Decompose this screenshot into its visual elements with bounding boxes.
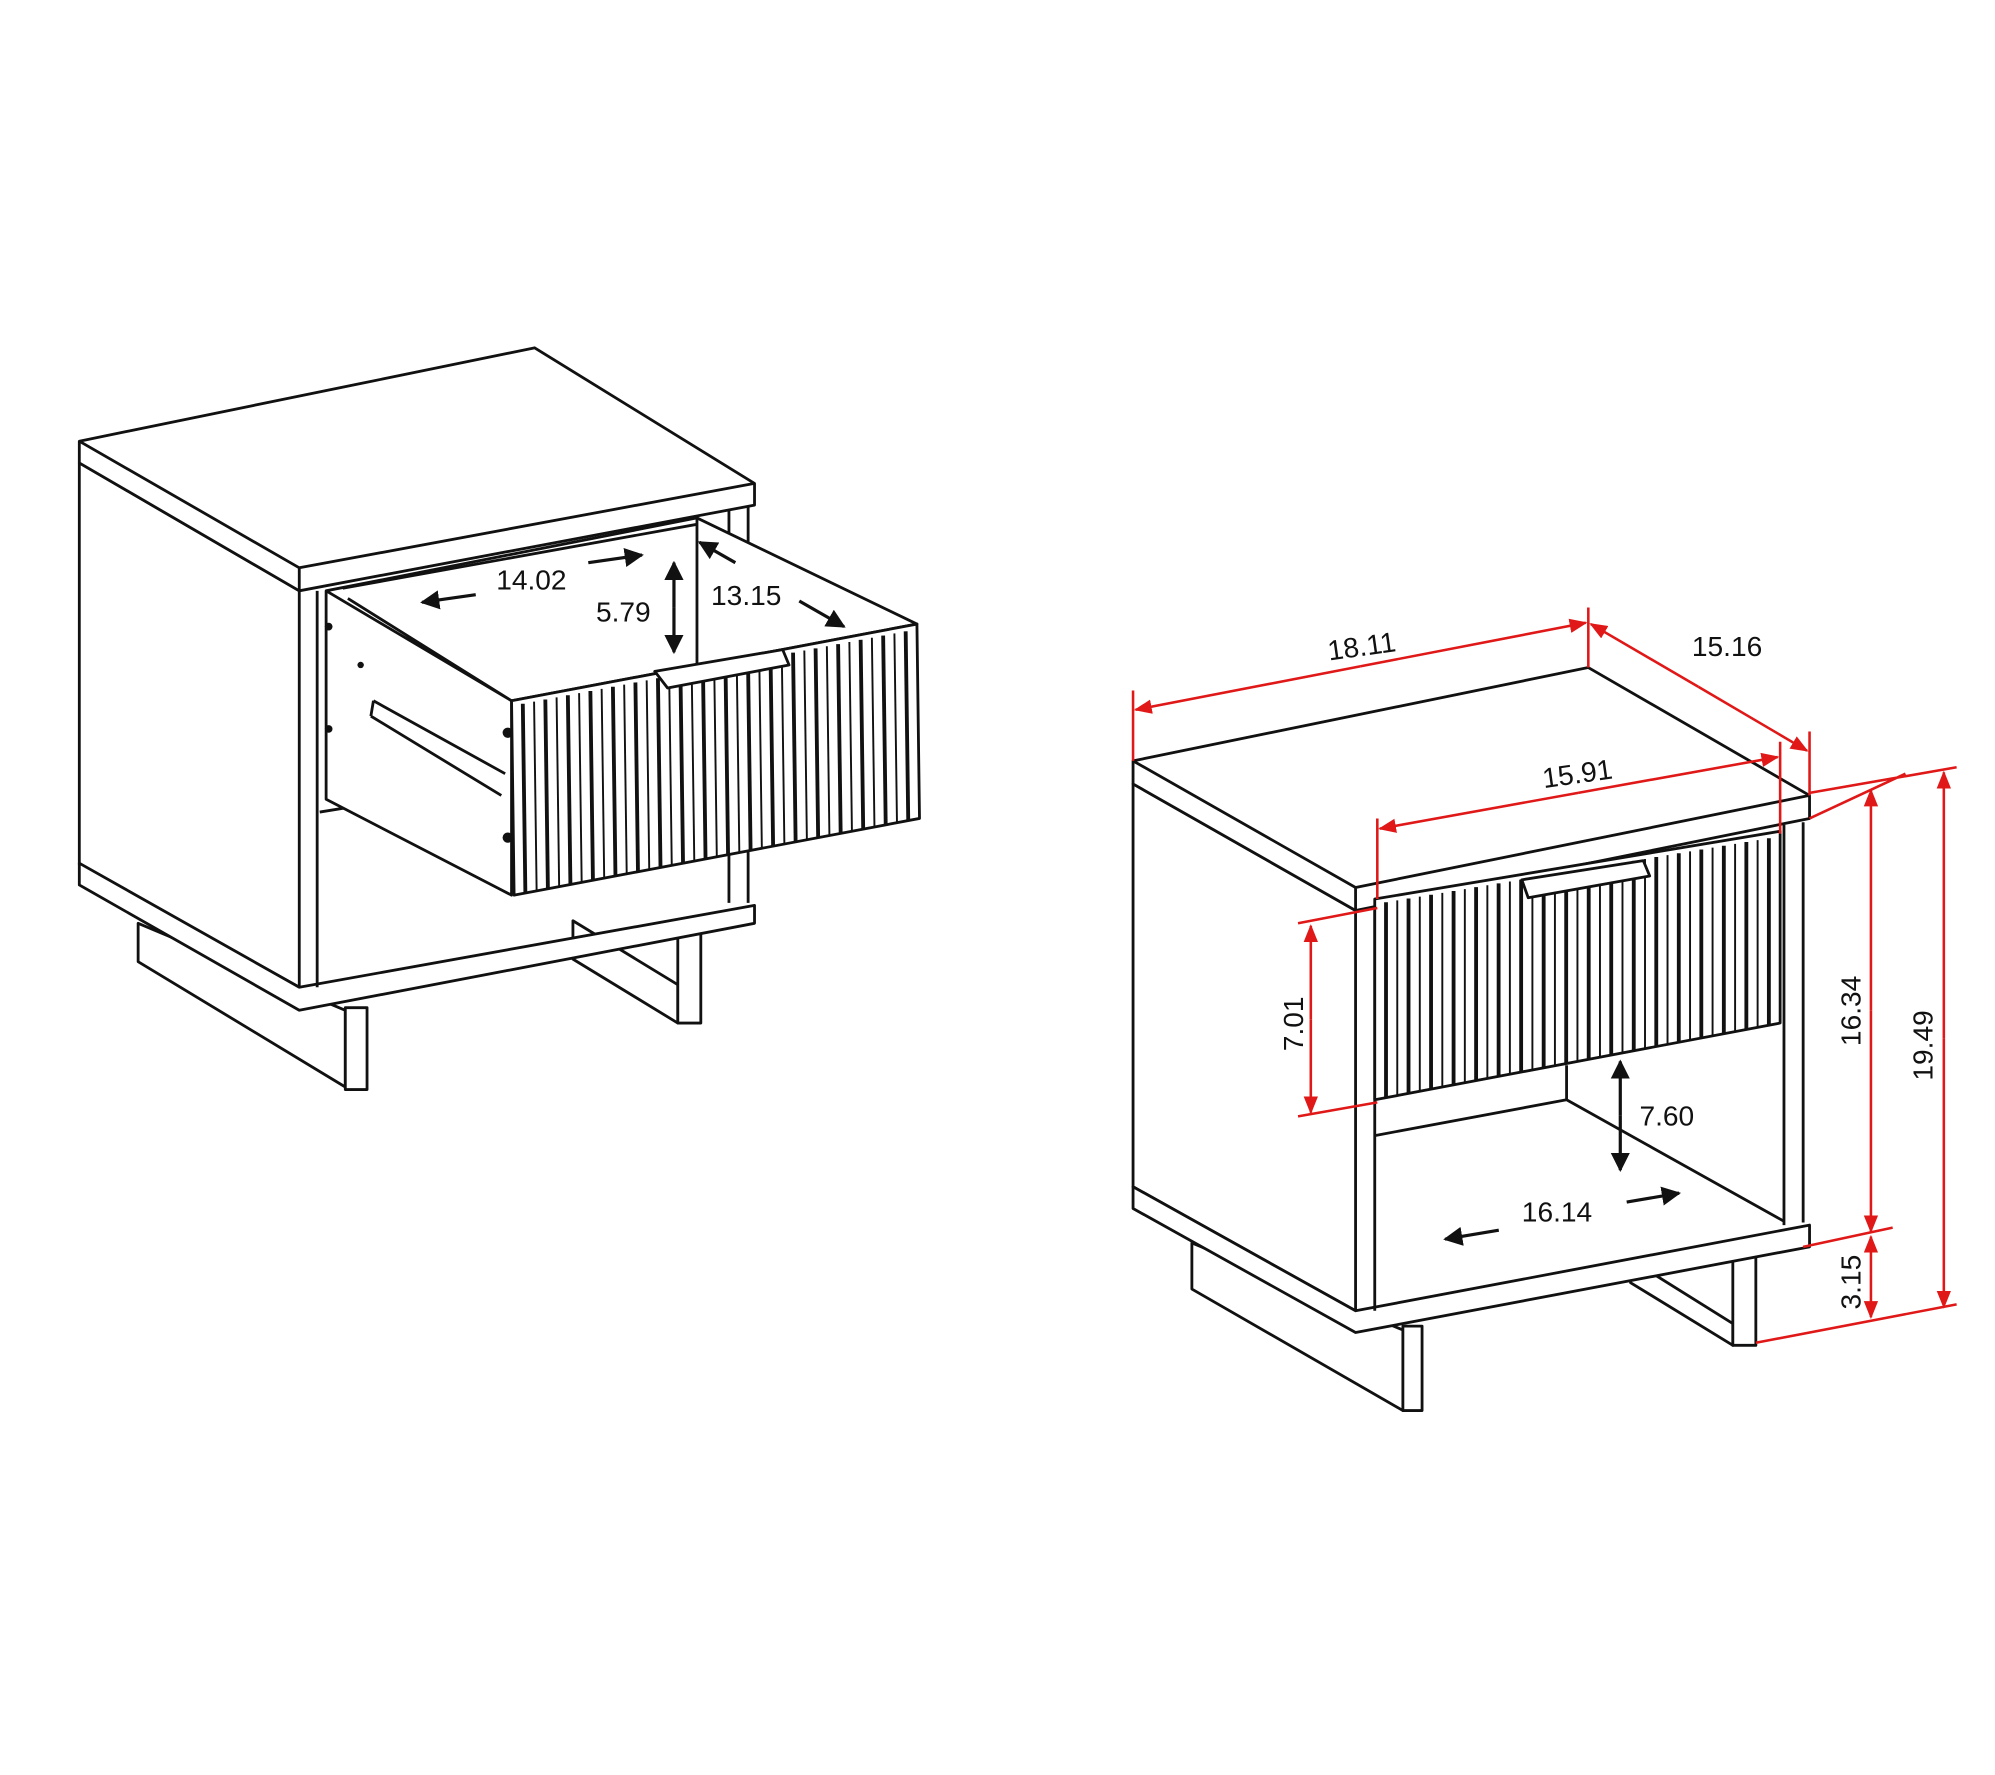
drawer-handle (653, 648, 791, 690)
top-slab (77, 346, 756, 593)
bottom-slab (77, 861, 756, 1012)
nightstand-open-drawer: 14.02 5.79 13.15 (77, 346, 921, 1091)
shelf-opening (1373, 822, 1805, 1311)
flute-line (746, 661, 753, 851)
flute-line (565, 695, 573, 885)
flute-line (645, 680, 651, 870)
flute-line (848, 641, 853, 832)
flute-line (668, 676, 673, 866)
drawer-front-height-label: 7.01 (1278, 996, 1309, 1051)
flute-line (600, 688, 606, 879)
flute-line (881, 635, 888, 825)
drawer-front-flutes (1384, 838, 1771, 1098)
flute-line (690, 671, 696, 862)
flute-line (758, 659, 763, 849)
flute-line (813, 648, 821, 838)
flute-line (735, 663, 741, 853)
drawer-depth-label: 13.15 (711, 580, 781, 611)
front-leg-right (676, 932, 703, 1025)
drawer-width-label: 14.02 (496, 565, 566, 596)
flute-line (825, 646, 831, 836)
flute-line (768, 656, 776, 847)
flute-line (633, 682, 640, 872)
drawer-front-flutes (520, 631, 911, 894)
overall-height-label: 19.49 (1907, 1010, 1938, 1080)
drawer-handle (1520, 859, 1652, 900)
flute-line (533, 701, 538, 891)
flute-line (791, 652, 798, 842)
flute-line (555, 697, 561, 887)
flute-line (656, 678, 663, 868)
drawer-slide (369, 699, 506, 797)
flute-line (701, 669, 708, 859)
flute-line (543, 699, 550, 889)
cabinet-height-label: 16.34 (1836, 976, 1867, 1046)
flute-line (610, 686, 618, 877)
leg-height-label: 3.15 (1836, 1255, 1867, 1310)
flute-line (678, 673, 685, 864)
dimension-lines (1131, 607, 1957, 1345)
flute-line (578, 693, 583, 883)
flute-line (903, 631, 911, 821)
flute-line (713, 667, 718, 857)
shelf-height-label: 7.60 (1639, 1100, 1694, 1131)
front-leg-left (1401, 1324, 1424, 1412)
flute-line (780, 654, 786, 845)
overall-depth-label: 15.16 (1692, 631, 1762, 662)
flute-line (723, 665, 730, 855)
front-leg-right (1731, 1254, 1758, 1347)
flute-line (520, 703, 528, 894)
shelf-width-label: 16.14 (1522, 1196, 1592, 1227)
flute-line (623, 684, 628, 874)
flute-line (858, 639, 866, 830)
nightstand-closed: 18.11 15.16 15.91 7.01 16.34 19.49 3.15 … (1131, 607, 1957, 1412)
flute-line (588, 690, 595, 881)
flute-line (893, 633, 898, 823)
flute-line (836, 644, 843, 834)
front-leg-left (343, 1006, 369, 1091)
flute-line (803, 650, 808, 840)
drawer-height-label: 5.79 (596, 597, 651, 628)
bottom-slab (1131, 1185, 1811, 1334)
flute-line (870, 637, 876, 827)
